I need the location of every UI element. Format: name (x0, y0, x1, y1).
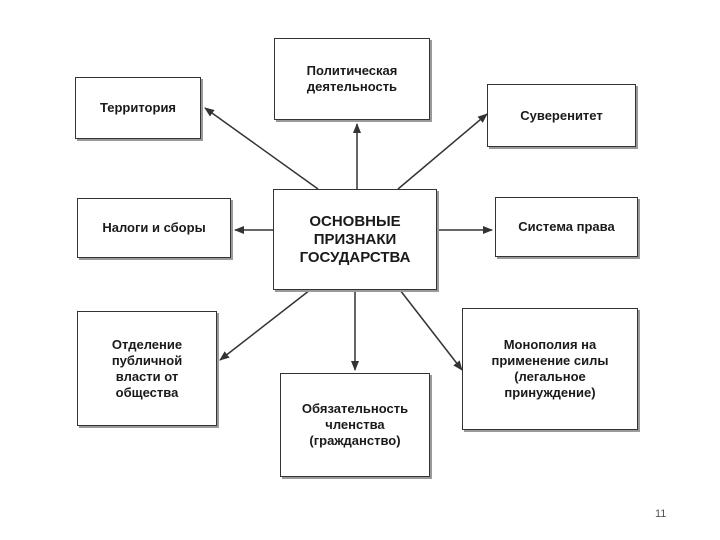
monopoly-box: Монополия на применение силы (легальное … (462, 308, 638, 430)
arrow-to-monopoly (399, 289, 463, 371)
arrow-to-territory (204, 107, 319, 190)
arrow-to-separation (219, 289, 311, 361)
sovereignty-box: Суверенитет (487, 84, 636, 147)
arrow-to-sovereignty (397, 113, 488, 190)
membership-box: Обязательность членства (гражданство) (280, 373, 430, 477)
central-concept-box: ОСНОВНЫЕ ПРИЗНАКИ ГОСУДАРСТВА (273, 189, 437, 290)
legal-system-box: Система права (495, 197, 638, 257)
separation-box: Отделение публичной власти от общества (77, 311, 217, 426)
political-activity-box: Политическая деятельность (274, 38, 430, 120)
page-number: 11 (655, 508, 667, 520)
territory-box: Территория (75, 77, 201, 139)
taxes-box: Налоги и сборы (77, 198, 231, 258)
